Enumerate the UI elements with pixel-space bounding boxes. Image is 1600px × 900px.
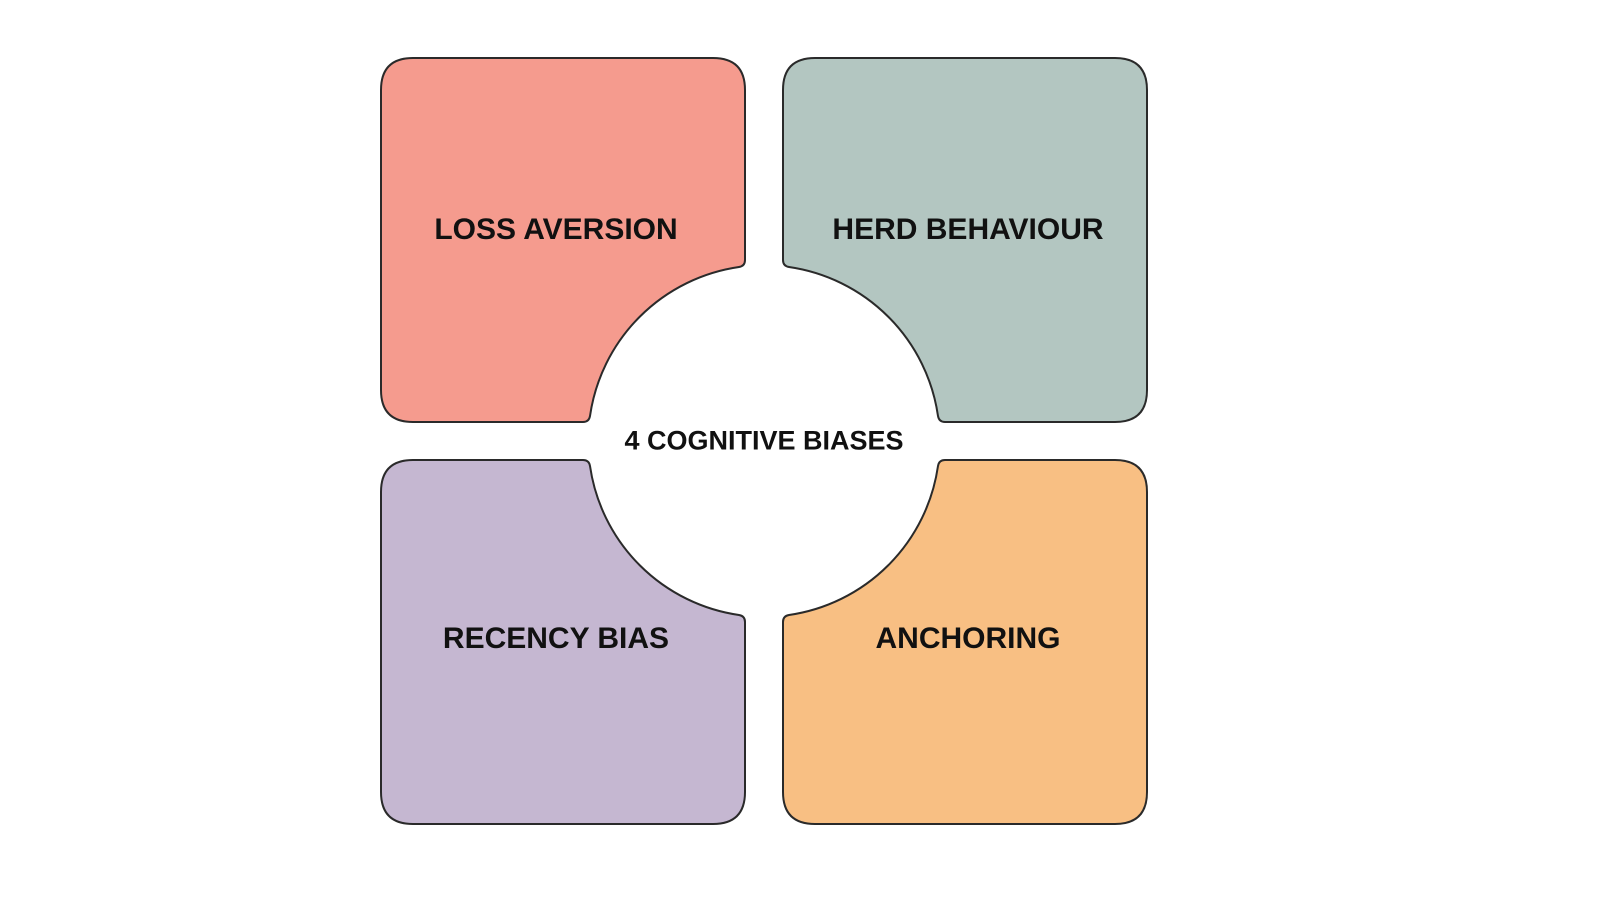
label-loss-aversion: LOSS AVERSION — [434, 213, 678, 246]
label-recency-bias: RECENCY BIAS — [442, 622, 670, 655]
label-anchoring: ANCHORING — [875, 622, 1061, 655]
diagram-title: 4 COGNITIVE BIASES — [624, 425, 904, 456]
label-herd-behaviour: HERD BEHAVIOUR — [832, 213, 1104, 246]
